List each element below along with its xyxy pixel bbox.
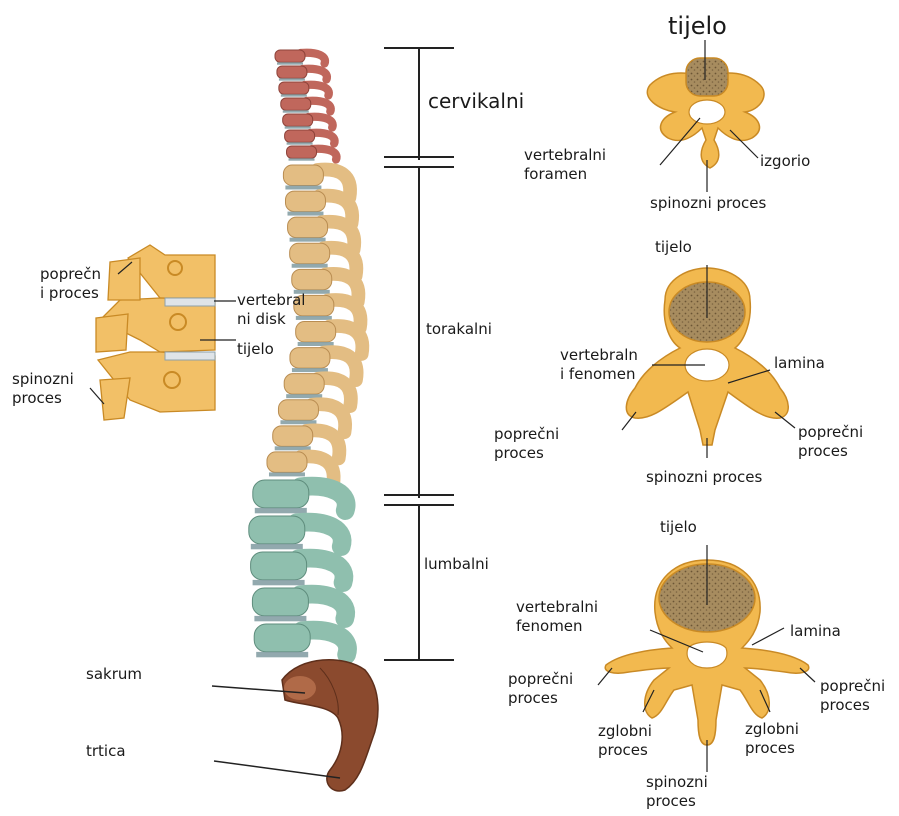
lumbar-label-transverse-left: poprečni proces xyxy=(508,670,573,708)
vertebra xyxy=(277,66,327,81)
side-label-transverse: poprečn i proces xyxy=(40,265,101,303)
thoracic-vertebra xyxy=(622,265,795,458)
cervical-vertebra xyxy=(647,40,764,192)
thoracic-label-transverse-left: poprečni proces xyxy=(494,425,559,463)
lumbar-label-body: tijelo xyxy=(660,518,697,537)
thoracic-label-body: tijelo xyxy=(655,238,692,257)
cervical-label-spinous: spinozni proces xyxy=(650,194,766,213)
vertebra xyxy=(275,50,325,65)
side-label-body: tijelo xyxy=(237,340,274,359)
vertebra xyxy=(254,624,347,657)
lumbar-label-spinous: spinozni proces xyxy=(646,773,708,811)
vertebra xyxy=(283,114,333,129)
vertebra xyxy=(287,146,337,161)
side-label-spinous: spinozni proces xyxy=(12,370,74,408)
side-view-vertebrae xyxy=(90,245,236,420)
side-label-disc: vertebral ni disk xyxy=(237,291,305,329)
lumbar-label-foramen: vertebralni fenomen xyxy=(516,598,598,636)
lumbar-label-articular-right: zglobni proces xyxy=(745,720,799,758)
cervical-label-body: tijelo xyxy=(668,12,727,40)
thoracic-label-spinous: spinozni proces xyxy=(646,468,762,487)
sacrum-shape xyxy=(282,660,378,791)
thoracic-label-foramen: vertebraln i fenomen xyxy=(560,346,638,384)
vertebra xyxy=(285,130,335,145)
vertebra xyxy=(279,82,329,97)
vertebra xyxy=(251,552,344,585)
region-label-cervical: cervikalni xyxy=(428,89,524,113)
vertebra xyxy=(253,480,346,513)
thoracic-label-transverse-right: poprečni proces xyxy=(798,423,863,461)
spine-column xyxy=(249,50,378,791)
cervical-vertebrae xyxy=(275,50,337,161)
lumbar-vertebrae xyxy=(249,480,348,657)
region-label-thoracic: torakalni xyxy=(426,320,492,339)
vertebra xyxy=(252,588,345,621)
lumbar-label-transverse-right: poprečni proces xyxy=(820,677,885,715)
region-label-lumbar: lumbalni xyxy=(424,555,489,574)
vertebra xyxy=(249,516,342,549)
vertebra xyxy=(281,98,331,113)
label-sacrum: sakrum xyxy=(86,665,142,684)
lumbar-label-lamina: lamina xyxy=(790,622,841,641)
cervical-label-bifid: izgorio xyxy=(760,152,810,171)
cervical-label-foramen: vertebralni foramen xyxy=(524,146,606,184)
label-coccyx: trtica xyxy=(86,742,126,761)
lumbar-label-articular-left: zglobni proces xyxy=(598,722,652,760)
thoracic-label-lamina: lamina xyxy=(774,354,825,373)
